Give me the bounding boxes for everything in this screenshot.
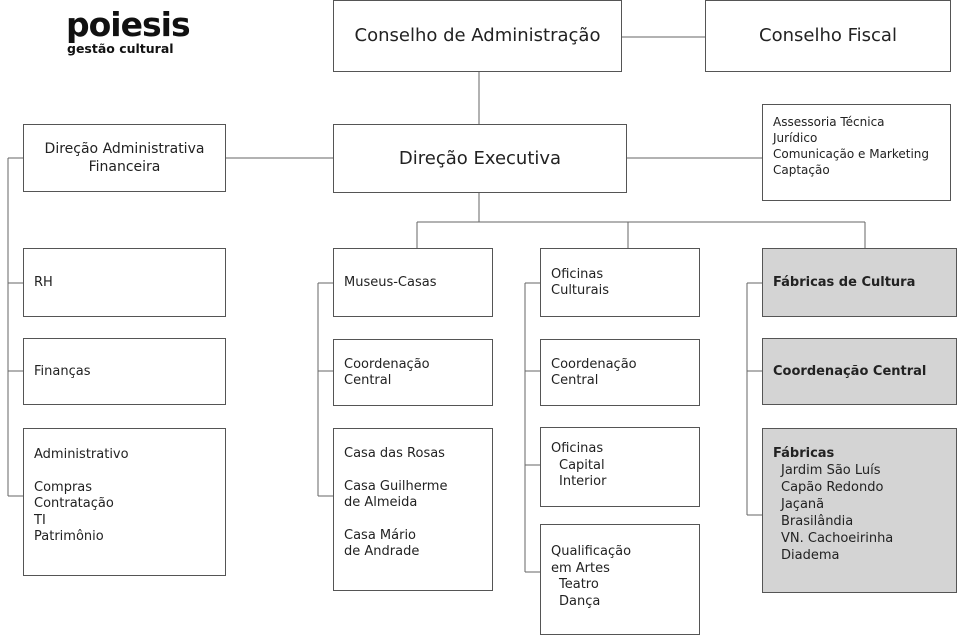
financas-box: Finanças xyxy=(23,338,226,405)
admin-fin-line-2: Financeira xyxy=(88,159,161,175)
oficinas-title-line-1: Oficinas xyxy=(551,266,604,282)
oficinas-box: Oficinas Culturais xyxy=(540,248,700,317)
advisory-item: Jurídico xyxy=(773,131,818,145)
qual-item: Dança xyxy=(559,593,601,609)
oficinas-coord-line-2: Central xyxy=(551,372,599,388)
fabrica-item: Jaçanã xyxy=(781,497,825,512)
rh-box: RH xyxy=(23,248,226,317)
casa-item: Casa das Rosas xyxy=(344,446,445,461)
advisory-item: Assessoria Técnica xyxy=(773,115,885,129)
oficinas-coord-box: Coordenação Central xyxy=(540,339,700,406)
qual-line: Qualificação xyxy=(551,544,632,559)
fiscal-label: Conselho Fiscal xyxy=(759,25,897,46)
advisory-item: Captação xyxy=(773,163,830,177)
fabrica-item: Jardim São Luís xyxy=(781,463,881,478)
logo-brand: poiesis xyxy=(66,5,191,44)
admin-fin-box: Direção Administrativa Financeira xyxy=(23,124,226,192)
museus-coord-line-2: Central xyxy=(344,372,392,388)
fabricas-coord: Coordenação Central xyxy=(773,363,927,379)
executive-label: Direção Executiva xyxy=(398,147,562,169)
poiesis-logo: poiesis gestão cultural xyxy=(66,5,191,56)
admin-fin-line-1: Direção Administrativa xyxy=(44,141,205,157)
oficinas-coord-line-1: Coordenação xyxy=(551,356,637,372)
oficinas-sub-item: Capital xyxy=(559,457,605,473)
financas-label: Finanças xyxy=(34,363,91,379)
qual-item: Teatro xyxy=(559,577,599,592)
museus-coord-line-1: Coordenação xyxy=(344,356,430,372)
admin-item: Compras xyxy=(34,479,93,495)
advisory-item: Comunicação e Marketing xyxy=(773,147,930,161)
casa-item: Casa Guilherme xyxy=(344,478,448,494)
administrativo-label: Administrativo xyxy=(34,447,129,462)
fabricas-box: Fábricas de Cultura xyxy=(762,248,957,317)
admin-item: Patrimônio xyxy=(34,529,104,544)
casa-item: Casa Mário xyxy=(344,527,417,543)
fabricas-list-title: Fábricas xyxy=(773,446,835,461)
advisory-box: Assessoria Técnica Jurídico Comunicação … xyxy=(762,104,951,201)
fabrica-item: Diadema xyxy=(781,548,840,563)
oficinas-sub-title: Oficinas xyxy=(551,441,604,456)
oficinas-title-line-2: Culturais xyxy=(551,282,609,298)
museus-box: Museus-Casas xyxy=(333,248,493,317)
board-label: Conselho de Administração xyxy=(354,25,601,46)
casa-item: de Almeida xyxy=(344,495,418,510)
logo-tagline: gestão cultural xyxy=(67,41,174,56)
qual-line: em Artes xyxy=(551,560,610,576)
fabricas-list-box: Fábricas Jardim São Luís Capão Redondo J… xyxy=(762,428,957,593)
admin-item: TI xyxy=(34,512,46,528)
casas-box: Casa das Rosas Casa Guilherme de Almeida… xyxy=(333,428,493,591)
administrativo-box: Administrativo Compras Contratação TI Pa… xyxy=(23,428,226,576)
fabrica-item: VN. Cachoeirinha xyxy=(781,531,894,546)
fabrica-item: Capão Redondo xyxy=(781,480,884,495)
oficinas-sub-item: Interior xyxy=(559,474,607,489)
fabricas-coord-box: Coordenação Central xyxy=(762,338,957,405)
casa-item: de Andrade xyxy=(344,544,420,559)
executive-box: Direção Executiva xyxy=(333,124,627,193)
qualificacao-box: Qualificação em Artes Teatro Dança xyxy=(540,524,700,635)
fabrica-item: Brasilândia xyxy=(781,514,854,529)
fiscal-box: Conselho Fiscal xyxy=(705,0,951,72)
rh-label: RH xyxy=(34,274,53,290)
admin-item: Contratação xyxy=(34,496,114,511)
fabricas-title: Fábricas de Cultura xyxy=(773,274,916,290)
museus-title: Museus-Casas xyxy=(344,274,437,290)
museus-coord-box: Coordenação Central xyxy=(333,339,493,406)
board-box: Conselho de Administração xyxy=(333,0,622,72)
oficinas-sub-box: Oficinas Capital Interior xyxy=(540,427,700,507)
